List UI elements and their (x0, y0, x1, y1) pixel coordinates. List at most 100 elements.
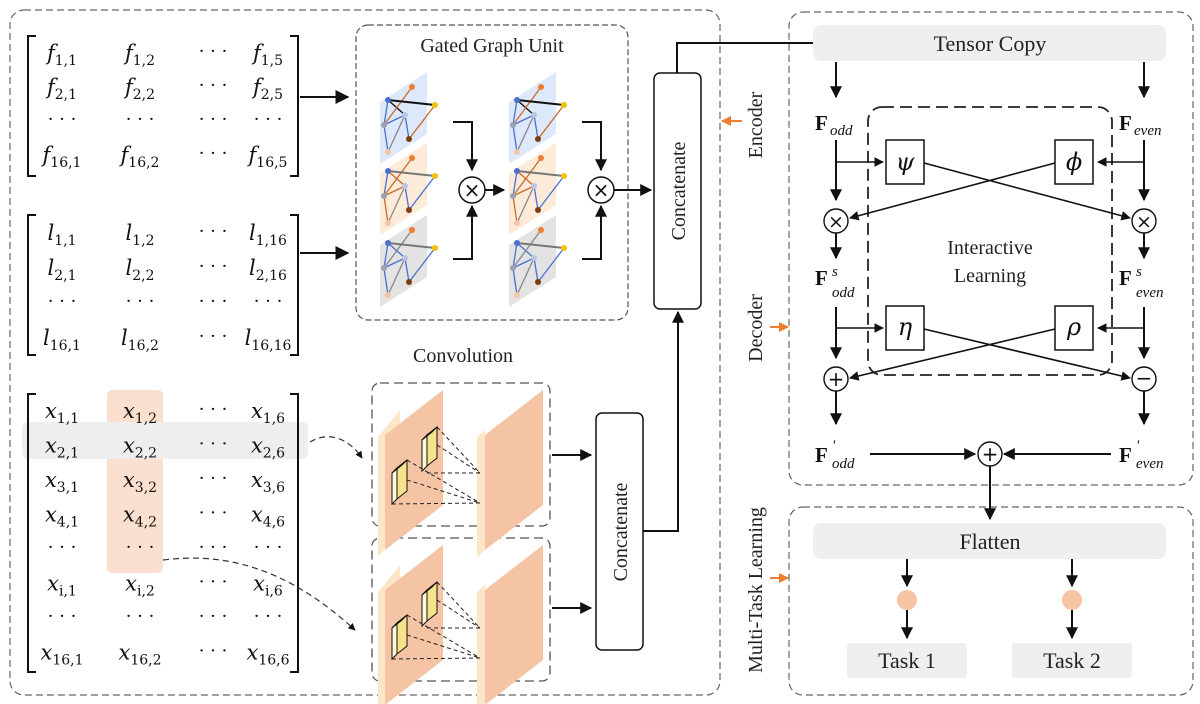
matrix-cell: f2,5 (251, 75, 283, 103)
gated-graph-unit-box (355, 24, 629, 321)
matrix-ellipsis: · · · (199, 41, 228, 62)
receptive-field-line (406, 459, 481, 504)
connector-concat-to-tensor-copy (676, 42, 815, 73)
f-odd-prime-base: F (815, 443, 828, 467)
receptive-field-line (391, 657, 481, 660)
matrix-ellipsis: · · · (126, 109, 155, 130)
matrix-cell: l1,2 (126, 221, 155, 249)
feature-map-output (485, 390, 543, 550)
matrix-cell: f1,2 (123, 41, 155, 69)
psi-to-even-mult (923, 162, 1131, 221)
interactive-learning-box (867, 106, 1113, 376)
even-multiply: × (1131, 208, 1157, 234)
label-f-even-s: F s even (1119, 264, 1163, 301)
matrix-ellipsis: · · · (199, 468, 228, 489)
matrix-ellipsis: · · · (199, 537, 228, 558)
task-2-box (1012, 643, 1132, 678)
conv-kernel (391, 613, 408, 661)
tensor-copy-label: Tensor Copy (934, 31, 1047, 56)
f-odd-sub: odd (830, 123, 853, 139)
receptive-field-line (391, 502, 481, 505)
conv-box-2 (371, 537, 551, 682)
dashed-arrow-row-to-conv (309, 436, 363, 459)
f-even-prime-sup: ' (1136, 438, 1140, 454)
multiply-icon: × (1136, 211, 1152, 233)
receptive-field-line (436, 426, 481, 474)
matrix-ellipsis: · · · (126, 291, 155, 312)
receptive-field-line (436, 581, 481, 629)
receptive-field-line (406, 634, 481, 659)
interactive-label-2: Learning (954, 265, 1026, 287)
f-odd-prime-sup: ' (832, 438, 836, 454)
graph-layer (509, 143, 567, 235)
matrix-cell: f16,2 (119, 143, 160, 171)
flatten-label: Flatten (959, 529, 1020, 554)
matrix-ellipsis: · · · (48, 291, 77, 312)
matrix-cell: x2,2 (123, 434, 157, 462)
f-even-prime-sub: even (1136, 456, 1163, 472)
matrix-ellipsis: · · · (199, 75, 228, 96)
matrix-ellipsis: · · · (199, 143, 228, 164)
matrix-cell: x2,6 (251, 434, 285, 462)
matrix-cell: l16,1 (43, 326, 81, 354)
f-odd-s-sub: odd (832, 285, 855, 301)
f-odd-s-base: F (815, 266, 828, 290)
ggu-multiply-1: × (453, 121, 506, 260)
receptive-field-line (436, 444, 481, 474)
matrix-cell: x3,2 (123, 468, 157, 496)
task-2-node (1062, 590, 1082, 610)
matrix-ellipsis: · · · (199, 399, 228, 420)
row-highlight (22, 422, 308, 459)
matrix-cell: x4,2 (123, 503, 157, 531)
matrix-cell: x4,6 (251, 503, 285, 531)
phi-symbol: ϕ (1066, 148, 1082, 176)
matrix-cell: l1,1 (48, 221, 77, 249)
conv-box-1 (371, 382, 551, 527)
matrix-ellipsis: · · · (48, 606, 77, 627)
matrix-ellipsis: · · · (199, 221, 228, 242)
final-add: + (977, 441, 1003, 467)
even-subtract: − (1131, 366, 1157, 392)
f-even-sub: even (1134, 123, 1161, 139)
matrix-ellipsis: · · · (199, 109, 228, 130)
rho-box (1054, 305, 1094, 351)
matrix-cell: f1,1 (45, 41, 77, 69)
f-even-base: F (1119, 111, 1132, 135)
matrix-cell: x2,1 (45, 434, 79, 462)
f-odd-prime-sub: odd (832, 456, 855, 472)
feature-map-edge (477, 430, 485, 557)
concatenate-top-label: Concatenate (668, 141, 690, 240)
encoder-label: Encoder (745, 91, 767, 158)
matrix-ellipsis: · · · (48, 109, 77, 130)
feature-map-output (485, 545, 543, 704)
phi-box (1054, 139, 1094, 185)
label-f-even-prime: F ' even (1119, 438, 1163, 472)
matrix-cell: l2,2 (126, 256, 155, 284)
convolution-title: Convolution (413, 345, 513, 367)
graph-stacks (380, 72, 567, 307)
multiply-icon: × (828, 211, 844, 233)
matrix-cell: x16,1 (40, 641, 83, 669)
f-odd-s-sup: s (832, 264, 838, 280)
matrix-cell: x16,2 (118, 641, 161, 669)
matrix-cell: f1,5 (251, 41, 283, 69)
interactive-label-1: Interactive (947, 237, 1033, 259)
phi-to-odd-mult (849, 162, 1056, 221)
plus-icon: + (982, 442, 999, 466)
receptive-field-line (436, 599, 481, 629)
matrix-cell: f16,5 (247, 143, 288, 171)
minus-icon: − (1136, 366, 1153, 390)
label-f-even: F even (1119, 111, 1161, 139)
feature-extraction-panel (9, 9, 721, 696)
matrix-cell: l2,16 (249, 256, 287, 284)
matrix-ellipsis: · · · (199, 291, 228, 312)
label-f-odd-prime: F ' odd (815, 438, 855, 472)
matrix-ellipsis: · · · (48, 537, 77, 558)
graph-layer (509, 72, 567, 164)
f-even-prime-base: F (1119, 443, 1132, 467)
task-1-node (897, 590, 917, 610)
